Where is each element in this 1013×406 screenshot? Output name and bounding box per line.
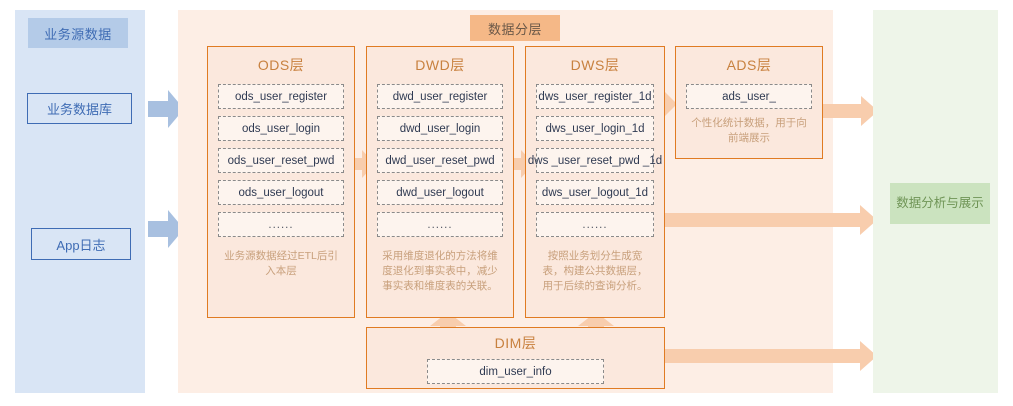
layer-note-ods: 业务源数据经过ETL后引入本层	[224, 250, 338, 277]
layer-note-dwd: 采用维度退化的方法将维度退化到事实表中，减少事实表和维度表的关联。	[382, 250, 498, 292]
layer-head-dim: DIM层	[494, 335, 537, 351]
table-dwd-more[interactable]: ......	[377, 212, 503, 237]
table-dws-user-logout-1d[interactable]: dws_user_logout_1d	[536, 180, 654, 205]
arrow-dim-to-dws-icon	[578, 312, 614, 338]
layer-head-dws: DWS层	[570, 57, 620, 73]
arrow-dws-to-result-icon	[665, 205, 877, 235]
table-ods-user-reset-pwd[interactable]: ods_user_reset_pwd	[218, 148, 344, 173]
table-dwd-user-register[interactable]: dwd_user_register	[377, 84, 503, 109]
layer-box-dws: DWS层 dws_user_register_1d dws_user_login…	[525, 46, 665, 318]
layer-box-ods: ODS层 ods_user_register ods_user_login od…	[207, 46, 355, 318]
layer-head-dwd: DWD层	[415, 57, 465, 73]
layer-box-ads: ADS层 ads_user_ 个性化统计数据，用于向前端展示	[675, 46, 823, 159]
table-ods-user-login[interactable]: ods_user_login	[218, 116, 344, 141]
table-ads-user[interactable]: ads_user_	[686, 84, 812, 109]
layer-head-ods: ODS层	[257, 57, 305, 73]
arrow-dim-to-dwd-icon	[430, 312, 466, 338]
layer-head-ads: ADS层	[726, 57, 772, 73]
arrow-dim-to-result-icon	[665, 341, 877, 371]
arrow-app-log-to-layers-icon	[148, 210, 184, 248]
result-box-analysis-display[interactable]: 数据分析与展示	[890, 183, 990, 224]
layer-note-dws: 按照业务划分生成宽表，构建公共数据层，用于后续的查询分析。	[542, 250, 648, 292]
table-ods-more[interactable]: ......	[218, 212, 344, 237]
source-box-business-db[interactable]: 业务数据库	[27, 93, 132, 124]
table-dws-more[interactable]: ......	[536, 212, 654, 237]
data-layering-title: 数据分层	[470, 15, 560, 41]
source-box-app-log[interactable]: App日志	[31, 228, 131, 260]
layer-note-ads: 个性化统计数据，用于向前端展示	[691, 117, 807, 144]
table-dws-user-login-1d[interactable]: dws_user_login_1d	[536, 116, 654, 141]
source-data-panel	[15, 10, 145, 393]
table-dim-user-info[interactable]: dim_user_info	[427, 359, 604, 384]
table-dws-user-reset-pwd-1d[interactable]: dws _user_reset_pwd _1d	[528, 148, 662, 173]
arrow-ads-to-result-icon	[823, 96, 878, 126]
table-dwd-user-login[interactable]: dwd_user_login	[377, 116, 503, 141]
arrow-source-db-to-layers-icon	[148, 90, 184, 128]
layer-box-dim: DIM层 dim_user_info	[366, 327, 665, 389]
layer-box-dwd: DWD层 dwd_user_register dwd_user_login dw…	[366, 46, 514, 318]
table-dwd-user-reset-pwd[interactable]: dwd_user_reset_pwd	[377, 148, 503, 173]
table-ods-user-logout[interactable]: ods_user_logout	[218, 180, 344, 205]
table-dws-user-register-1d[interactable]: dws_user_register_1d	[536, 84, 654, 109]
source-data-title: 业务源数据	[28, 18, 128, 48]
table-dwd-user-logout[interactable]: dwd_user_logout	[377, 180, 503, 205]
table-ods-user-register[interactable]: ods_user_register	[218, 84, 344, 109]
